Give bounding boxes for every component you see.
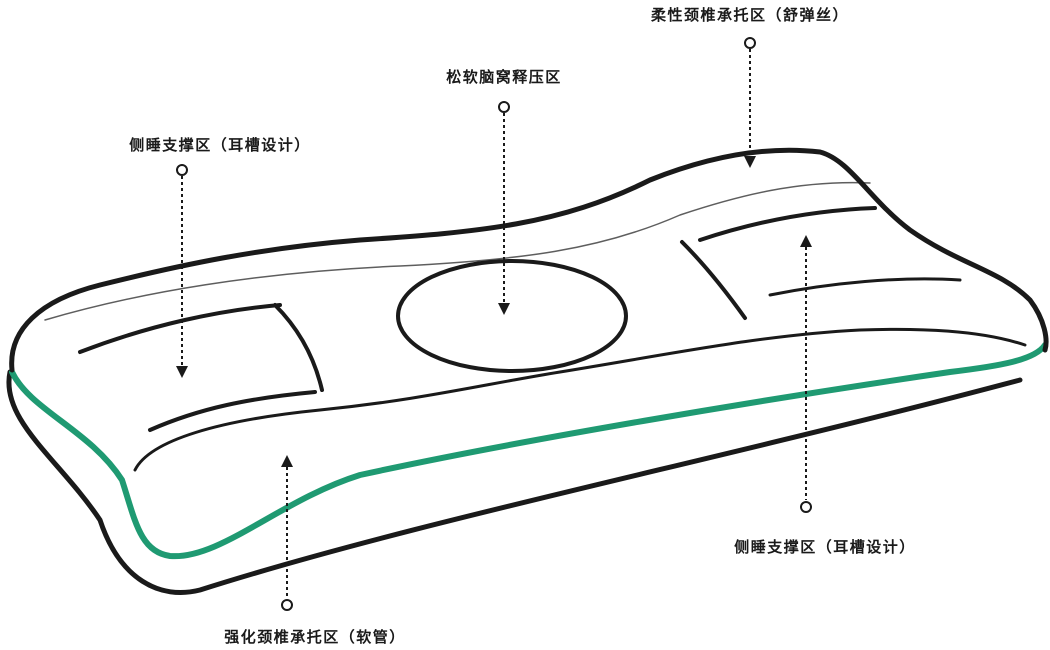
pillow-top-inner-edge bbox=[44, 181, 871, 321]
right-ear-groove-top bbox=[698, 206, 877, 242]
left-ear-groove-bottom bbox=[148, 390, 317, 432]
callout-side-left-marker bbox=[176, 164, 188, 378]
callout-side-right-marker bbox=[800, 235, 812, 513]
pillow-base-outline bbox=[6, 369, 1023, 595]
callout-head-recess-marker bbox=[498, 101, 510, 315]
callout-neck-elastic-label: 柔性颈椎承托区（舒弹丝） bbox=[650, 6, 850, 24]
callout-neck-elastic-marker bbox=[744, 37, 756, 168]
right-ear-groove-bottom bbox=[768, 277, 962, 297]
left-ear-groove-side bbox=[273, 303, 324, 392]
callout-side-right-label: 侧睡支撑区（耳槽设计） bbox=[734, 538, 916, 556]
head-recess-ellipse bbox=[396, 259, 628, 373]
callout-side-left-label: 侧睡支撑区（耳槽设计） bbox=[129, 136, 311, 154]
callout-neck-tube-label: 强化颈椎承托区（软管） bbox=[224, 628, 406, 646]
callout-head-recess-label: 松软脑窝释压区 bbox=[446, 68, 562, 86]
right-ear-groove-side bbox=[680, 240, 747, 320]
callout-neck-tube-marker bbox=[281, 455, 293, 611]
pillow-front-contour bbox=[133, 327, 1027, 472]
left-ear-groove-top bbox=[78, 303, 282, 354]
pillow-top-outline bbox=[9, 147, 1049, 373]
pillow-green-layer bbox=[9, 342, 1048, 560]
